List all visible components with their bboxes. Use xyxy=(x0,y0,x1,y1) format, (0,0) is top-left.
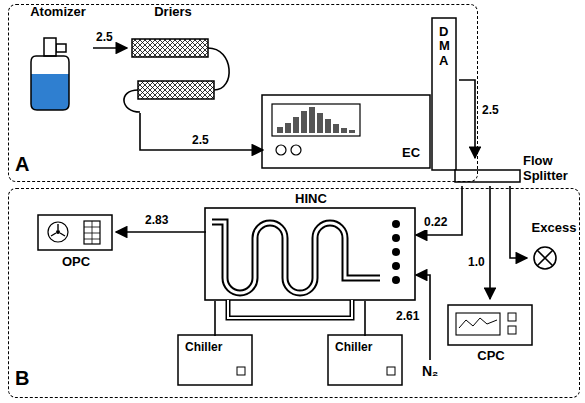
chiller-units xyxy=(178,335,402,385)
node-label: Atomizer xyxy=(23,5,93,20)
node-label: EC xyxy=(393,146,429,161)
gas-label: N₂ xyxy=(420,363,440,379)
node-label: B xyxy=(15,367,29,390)
hinc-chamber xyxy=(205,208,415,318)
flow-arrow xyxy=(459,80,475,158)
drier-cartridges xyxy=(124,39,229,112)
node-label: Chiller xyxy=(335,341,372,355)
node-label: Flow Splitter xyxy=(523,154,578,184)
node-label: Driers xyxy=(127,5,219,20)
node-label: Excess xyxy=(527,221,581,236)
flow-arrow xyxy=(416,186,462,235)
flow-rate-label: 2.83 xyxy=(143,214,170,228)
cpc-node: CPC xyxy=(446,299,536,369)
flow-arrow xyxy=(116,231,206,233)
node-label: DMA xyxy=(439,25,452,68)
region-box: A Atomizer DriersDMA EC xyxy=(8,4,478,182)
atomizer-node: Atomizer xyxy=(23,5,93,113)
excess-node: Excess xyxy=(527,221,581,273)
chiller-node: Chiller xyxy=(329,336,403,386)
node-label: CPC xyxy=(446,349,536,364)
flow-arrow xyxy=(489,186,491,299)
splitter-bar xyxy=(455,170,520,182)
node-label: HINC xyxy=(206,192,416,207)
flow-rate-label: 2.5 xyxy=(480,104,501,118)
drier-node: Driers xyxy=(127,5,219,113)
flow-arrow xyxy=(510,186,527,258)
excess-symbol xyxy=(534,247,556,269)
flow-arrow xyxy=(93,47,127,49)
opc-node: OPC xyxy=(36,213,116,273)
hinc-node: HINC xyxy=(206,191,416,301)
dma-node: DMA EC xyxy=(263,19,459,171)
node-label: A xyxy=(15,153,29,176)
coolant-line xyxy=(364,301,366,336)
flow-splitter: Flow Splitter xyxy=(452,158,580,186)
flow-arrow xyxy=(140,113,263,150)
opc-device xyxy=(38,215,112,250)
flow-rate-label: 2.5 xyxy=(190,134,211,148)
flow-rate-label: 1.0 xyxy=(466,256,487,270)
chiller-node: Chiller xyxy=(179,336,253,386)
region-box: B ExcessCPC HINC OPC Chiller Chiller xyxy=(8,188,580,398)
dma-classifier xyxy=(262,18,456,170)
flow-rate-label: 2.61 xyxy=(394,310,421,324)
node-label: Chiller xyxy=(185,341,222,355)
flow-rate-label: 0.22 xyxy=(422,216,449,230)
atomizer-bottle xyxy=(31,38,69,110)
node-label: OPC xyxy=(36,255,116,270)
flow-rate-label: 2.5 xyxy=(94,31,115,45)
cpc-device xyxy=(448,305,532,345)
coolant-line xyxy=(214,301,216,336)
